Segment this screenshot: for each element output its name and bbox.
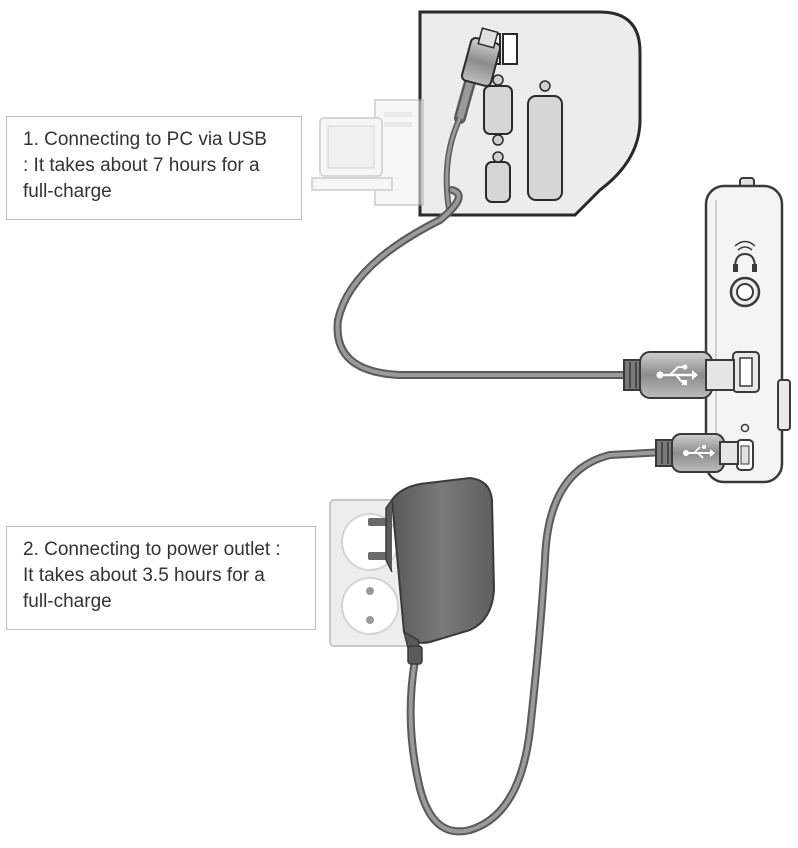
headphone-icon — [733, 240, 757, 272]
player-usb-plug — [623, 351, 735, 399]
pc-computer — [311, 99, 424, 206]
power-adapter — [385, 476, 496, 665]
pc-usb-plug — [454, 27, 502, 124]
callout-power-charging: 2. Connecting to power outlet : It takes… — [6, 526, 316, 630]
player-power-plug — [655, 433, 739, 473]
callout-usb-line2: : It takes about 7 hours for a — [23, 155, 260, 176]
usb-cable — [333, 186, 634, 379]
headphone-jack — [729, 276, 761, 308]
pc-back-panel — [418, 10, 642, 217]
parallel-port — [527, 80, 563, 201]
power-port — [736, 439, 754, 471]
usb-icon — [656, 364, 698, 385]
callout-usb-line3: full-charge — [23, 181, 112, 202]
usb-icon — [683, 445, 715, 459]
mp3-player — [704, 177, 791, 484]
callout-usb-charging: 1. Connecting to PC via USB : It takes a… — [6, 116, 302, 220]
callout-power-line3: full-charge — [23, 591, 112, 612]
callout-power-line1: 2. Connecting to power outlet : — [23, 539, 281, 560]
serial-port — [483, 74, 513, 146]
callout-power-line2: It takes about 3.5 hours for a — [23, 565, 265, 586]
mini-usb-port — [732, 351, 760, 393]
callout-usb-line1: 1. Connecting to PC via USB — [23, 129, 267, 150]
